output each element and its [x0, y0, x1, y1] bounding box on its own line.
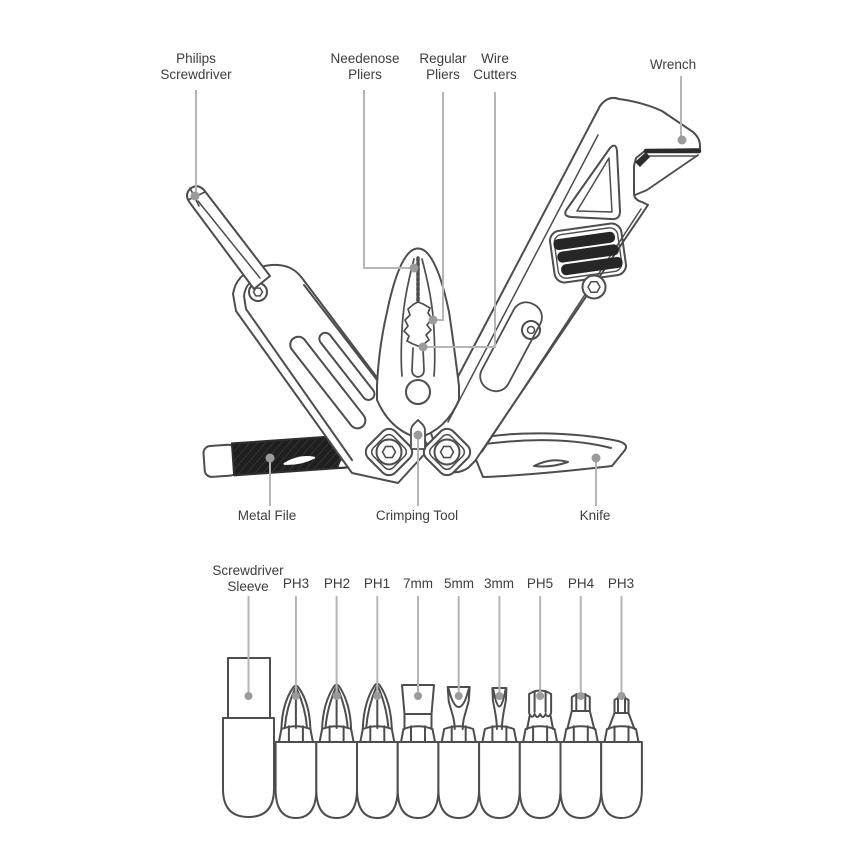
label-bit-ph2: PH2 [323, 576, 351, 591]
label-bit-ph1: PH1 [363, 576, 391, 591]
knife [467, 432, 628, 478]
label-knife: Knife [579, 508, 611, 523]
hinge-plates [364, 419, 472, 477]
bit-set [222, 657, 643, 819]
label-wire-cutters: Wire Cutters [473, 51, 517, 82]
pliers [376, 247, 460, 439]
wire-cutter-slot [411, 347, 425, 378]
label-bit-5mm: 5mm [444, 576, 474, 591]
label-bit-ph5: PH5 [526, 576, 554, 591]
label-screwdriver-sleeve: Screwdriver Sleeve [212, 563, 284, 594]
philips-screwdriver [186, 185, 271, 290]
label-needlenose-pliers: Needenose Pliers [330, 51, 400, 82]
label-metal-file: Metal File [237, 508, 297, 523]
label-philips-screwdriver: Philips Screwdriver [160, 51, 232, 82]
label-bit-7mm: 7mm [403, 576, 433, 591]
leader-lines [195, 76, 682, 692]
label-bit-ph3b: PH3 [607, 576, 635, 591]
label-wrench: Wrench [649, 57, 697, 72]
label-crimping-tool: Crimping Tool [375, 508, 459, 523]
label-bit-ph4: PH4 [567, 576, 595, 591]
wrench-arm [429, 96, 702, 474]
bit-collars [277, 725, 640, 743]
bit-bodies [274, 741, 643, 819]
label-bit-ph3: PH3 [282, 576, 310, 591]
leader-dots [190, 135, 687, 700]
label-regular-pliers: Regular Pliers [419, 51, 467, 82]
label-bit-3mm: 3mm [484, 576, 514, 591]
worm-screw [549, 222, 627, 284]
